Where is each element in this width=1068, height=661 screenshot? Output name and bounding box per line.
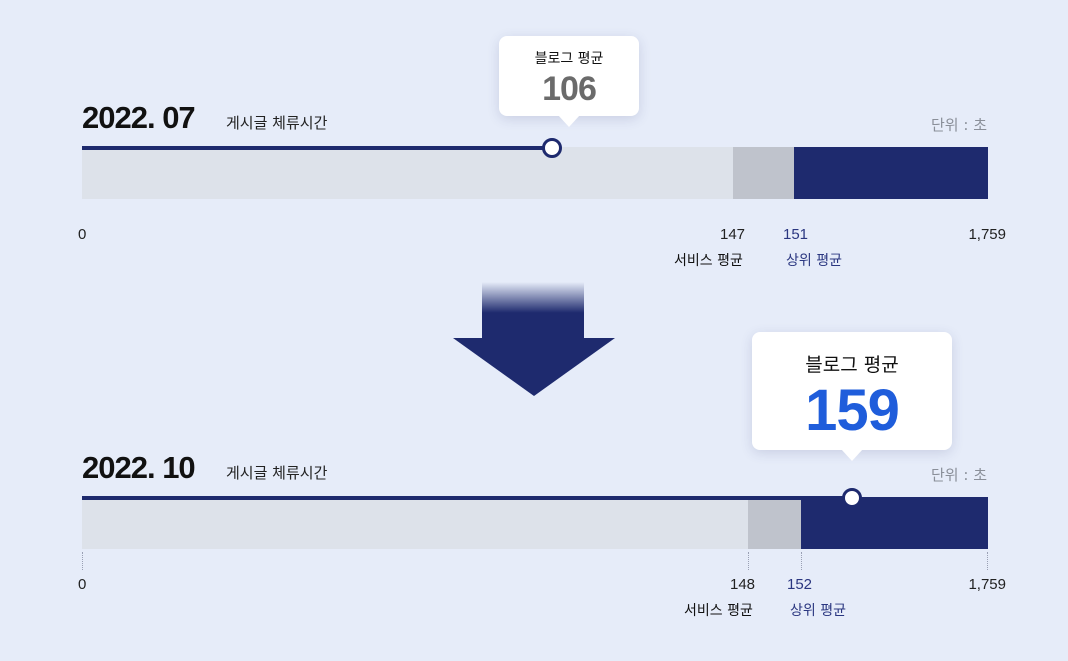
service-average-value: 148: [730, 576, 756, 593]
blog-average-line: [82, 146, 552, 150]
axis-min-label: 0: [78, 576, 87, 593]
tick-min: [82, 552, 83, 570]
tooltip-value: 106: [542, 70, 597, 108]
period-title: 2022. 10: [82, 450, 196, 485]
service-average-label: 서비스 평균: [684, 603, 753, 619]
tick-service: [748, 552, 750, 570]
unit-label: 단위 : 초: [931, 466, 987, 484]
tick-max: [987, 552, 988, 570]
bar-segment-service: [748, 497, 802, 549]
top-average-value: 152: [787, 576, 813, 593]
blog-average-tooltip: 블로그 평균 159: [752, 332, 952, 461]
chart-panel-2022-10: 2022. 10 게시글 체류시간 단위 : 초 0 1,759 148 서비스…: [0, 450, 1068, 650]
chart-panel-2022-07: 2022. 07 게시글 체류시간 단위 : 초 0 1,759 147 서비스…: [0, 100, 1068, 300]
tick-top: [801, 552, 803, 570]
axis-max-label: 1,759: [968, 226, 1006, 243]
blog-average-marker: [842, 488, 862, 508]
tooltip-value: 159: [805, 378, 900, 443]
blog-average-marker: [542, 138, 563, 158]
bar-segment-top: [801, 497, 988, 549]
metric-label: 게시글 체류시간: [226, 114, 328, 132]
axis-min-label: 0: [78, 226, 87, 243]
unit-label: 단위 : 초: [931, 116, 987, 134]
service-average-label: 서비스 평균: [674, 253, 743, 269]
bar-segment-top: [794, 147, 988, 199]
axis-max-label: 1,759: [968, 576, 1006, 593]
bar-track: [82, 488, 988, 549]
metric-label: 게시글 체류시간: [226, 464, 328, 482]
period-title: 2022. 07: [82, 100, 196, 135]
service-average-value: 147: [720, 226, 746, 243]
down-arrow-icon: [453, 282, 615, 396]
bar-segment-service: [733, 147, 794, 199]
top-average-label: 상위 평균: [786, 253, 842, 269]
top-average-label: 상위 평균: [790, 603, 846, 619]
top-average-value: 151: [783, 226, 809, 243]
blog-average-line: [82, 496, 851, 500]
bar-track: [82, 138, 988, 199]
blog-average-tooltip: 블로그 평균 106: [499, 36, 639, 127]
tooltip-title: 블로그 평균: [534, 51, 604, 67]
tooltip-title: 블로그 평균: [805, 354, 899, 376]
